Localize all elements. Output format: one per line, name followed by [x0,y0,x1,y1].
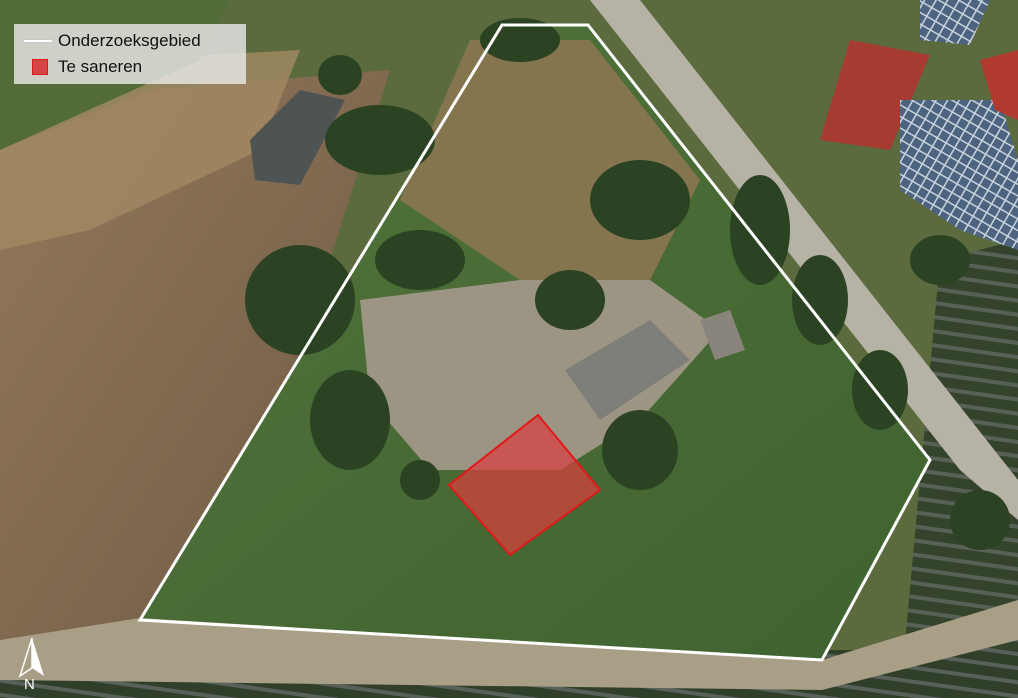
gray-barn [565,320,690,420]
red-roof-corner [980,50,1018,120]
main-road [590,0,1018,520]
bottom-lane [0,600,1018,690]
study-area-boundary [137,23,932,662]
legend-label: Te saneren [58,57,143,76]
solar-roof-building [900,100,1018,250]
legend-line-symbol [24,40,52,42]
legend-item-remediation: Te saneren [24,54,236,80]
solar-roof-top [920,0,990,45]
legend-label: Onderzoeksgebied [58,31,201,50]
remediation-area [447,413,602,557]
map-legend: Onderzoeksgebied Te saneren [14,24,246,84]
tree-cover [245,18,1010,550]
gray-building-top-left [250,90,345,185]
legend-item-study-area: Onderzoeksgebied [24,28,236,54]
legend-area-swatch [32,59,48,75]
red-roof-building [820,40,930,150]
small-shed [700,310,745,360]
north-arrow-icon [18,637,44,678]
right-crop-rows [900,240,1018,698]
north-label: N [24,676,35,693]
